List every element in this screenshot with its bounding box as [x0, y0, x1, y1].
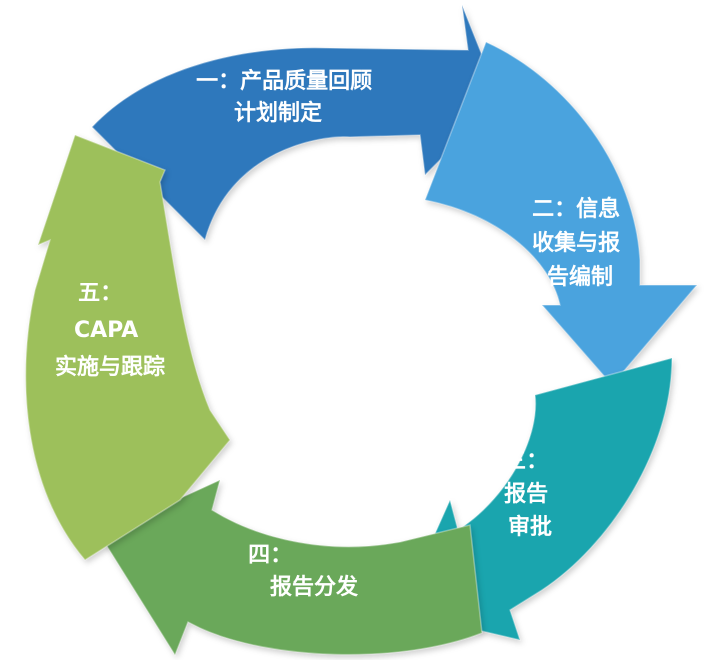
segment-arrow-5: [24, 134, 231, 561]
label-line: 计划制定: [234, 100, 322, 126]
label-line: CAPA: [74, 318, 138, 343]
cycle-segments: [24, 4, 699, 657]
cycle-labels: 一：产品质量回顾 计划制定 二：信息 收集与报 告编制 三： 报告 审批 四： …: [55, 69, 628, 600]
label-line: 五：: [78, 281, 122, 306]
label-line: 三：: [504, 449, 548, 474]
label-line: 二：信息: [532, 196, 620, 222]
label-line: 审批: [508, 514, 552, 540]
segment-label-4: 四： 报告分发: [248, 543, 359, 600]
label-line: 告编制: [547, 264, 613, 290]
label-line: 报告: [504, 482, 548, 507]
segment-arrow-2: [423, 40, 699, 387]
segment-label-1: 一：产品质量回顾 计划制定: [196, 69, 380, 126]
segment-label-5: 五： CAPA 实施与跟踪: [55, 281, 165, 380]
label-line: 报告分发: [270, 574, 359, 600]
label-line: 实施与跟踪: [55, 354, 165, 380]
segment-arrow-1: [90, 4, 501, 242]
segment-label-2: 二：信息 收集与报 告编制: [532, 196, 628, 290]
label-line: 收集与报: [532, 230, 620, 256]
segment-arrow-4: [98, 478, 483, 657]
label-line: 一：产品质量回顾: [196, 69, 372, 94]
segment-label-3: 三： 报告 审批: [504, 449, 556, 540]
label-line: 四：: [248, 543, 292, 568]
